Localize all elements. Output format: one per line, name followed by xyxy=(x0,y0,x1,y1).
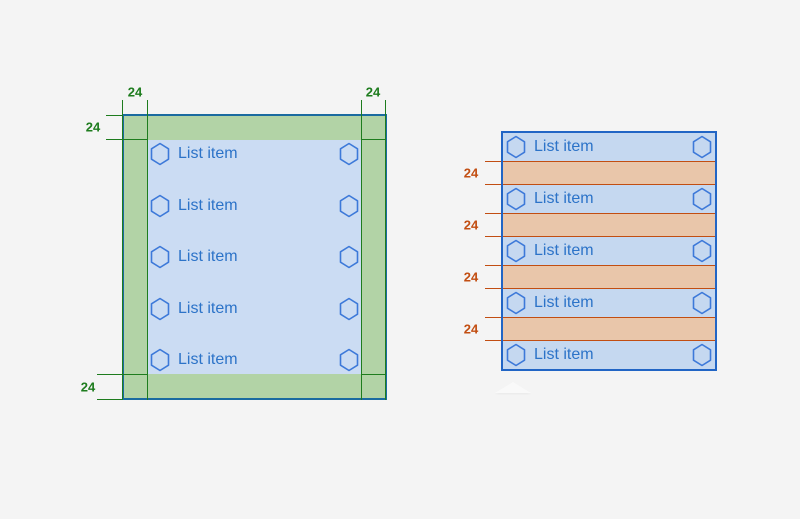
list-item-label: List item xyxy=(178,248,238,265)
padding-guide-horizontal xyxy=(97,399,123,400)
gap-measure-label: 24 xyxy=(463,269,479,285)
hexagon-icon xyxy=(339,297,359,320)
list-item-label: List item xyxy=(534,138,594,155)
hexagon-icon xyxy=(506,135,526,159)
padding-guide-vertical xyxy=(361,100,362,400)
list-item: List item xyxy=(503,289,715,317)
padding-guide-horizontal xyxy=(361,139,385,140)
list-item: List item xyxy=(148,346,361,374)
list-item: List item xyxy=(503,341,715,369)
hexagon-icon xyxy=(692,343,712,367)
padding-guide-vertical xyxy=(385,100,386,400)
padding-guide-horizontal xyxy=(106,115,123,116)
gap-guide-line xyxy=(485,213,501,214)
padding-measure-label: 24 xyxy=(127,84,143,100)
padding-guide-horizontal xyxy=(106,139,148,140)
list-item: List item xyxy=(503,237,715,265)
gap-band xyxy=(503,161,715,185)
padding-guide-horizontal xyxy=(97,374,148,375)
gap-band xyxy=(503,265,715,289)
padding-content-area: List item List item List item List item xyxy=(148,140,361,374)
hexagon-icon xyxy=(339,194,359,217)
hexagon-icon xyxy=(339,245,359,269)
list-item: List item xyxy=(148,192,361,220)
list-item-label: List item xyxy=(534,294,594,311)
hexagon-icon xyxy=(692,135,712,159)
hexagon-icon xyxy=(339,348,359,372)
gap-guide-line xyxy=(485,184,501,185)
hexagon-icon xyxy=(506,343,526,367)
padding-guide-vertical xyxy=(122,100,123,400)
gap-guide-line xyxy=(485,317,501,318)
hexagon-icon xyxy=(506,291,526,315)
hexagon-icon xyxy=(150,297,170,320)
padding-guide-vertical xyxy=(147,100,148,400)
hexagon-icon xyxy=(150,348,170,372)
list-item: List item xyxy=(503,185,715,213)
list-item-label: List item xyxy=(178,351,238,368)
list-item: List item xyxy=(148,243,361,271)
gap-measure-label: 24 xyxy=(463,217,479,233)
gap-measure-label: 24 xyxy=(463,165,479,181)
list-item: List item xyxy=(503,133,715,161)
list-item-label: List item xyxy=(534,190,594,207)
hexagon-icon xyxy=(692,291,712,315)
gap-measure-label: 24 xyxy=(463,321,479,337)
gap-guide-line xyxy=(485,265,501,266)
hexagon-icon xyxy=(339,142,359,166)
padding-measure-label: 24 xyxy=(365,84,381,100)
hexagon-icon xyxy=(150,245,170,269)
gap-band xyxy=(503,213,715,237)
list-item: List item xyxy=(148,140,361,168)
list-item-label: List item xyxy=(178,145,238,162)
gap-guide-line xyxy=(485,288,501,289)
list-item-label: List item xyxy=(534,346,594,363)
hexagon-icon xyxy=(150,194,170,217)
padding-list-panel: List item List item List item List item xyxy=(122,114,387,400)
hexagon-icon xyxy=(506,239,526,263)
gap-guide-line xyxy=(485,161,501,162)
decorative-triangle xyxy=(495,382,531,393)
padding-measure-label: 24 xyxy=(85,119,101,135)
gap-guide-line xyxy=(485,340,501,341)
hexagon-icon xyxy=(506,187,526,211)
hexagon-icon xyxy=(150,142,170,166)
list-item-label: List item xyxy=(178,299,238,317)
gap-guide-line xyxy=(485,236,501,237)
padding-measure-label: 24 xyxy=(80,379,96,395)
gap-band xyxy=(503,317,715,341)
list-item: List item xyxy=(148,295,361,323)
hexagon-icon xyxy=(692,187,712,211)
gap-list-panel: List item List item List item List item xyxy=(501,131,717,371)
padding-guide-horizontal xyxy=(361,374,385,375)
hexagon-icon xyxy=(692,239,712,263)
list-item-label: List item xyxy=(178,196,238,214)
list-item-label: List item xyxy=(534,242,594,259)
